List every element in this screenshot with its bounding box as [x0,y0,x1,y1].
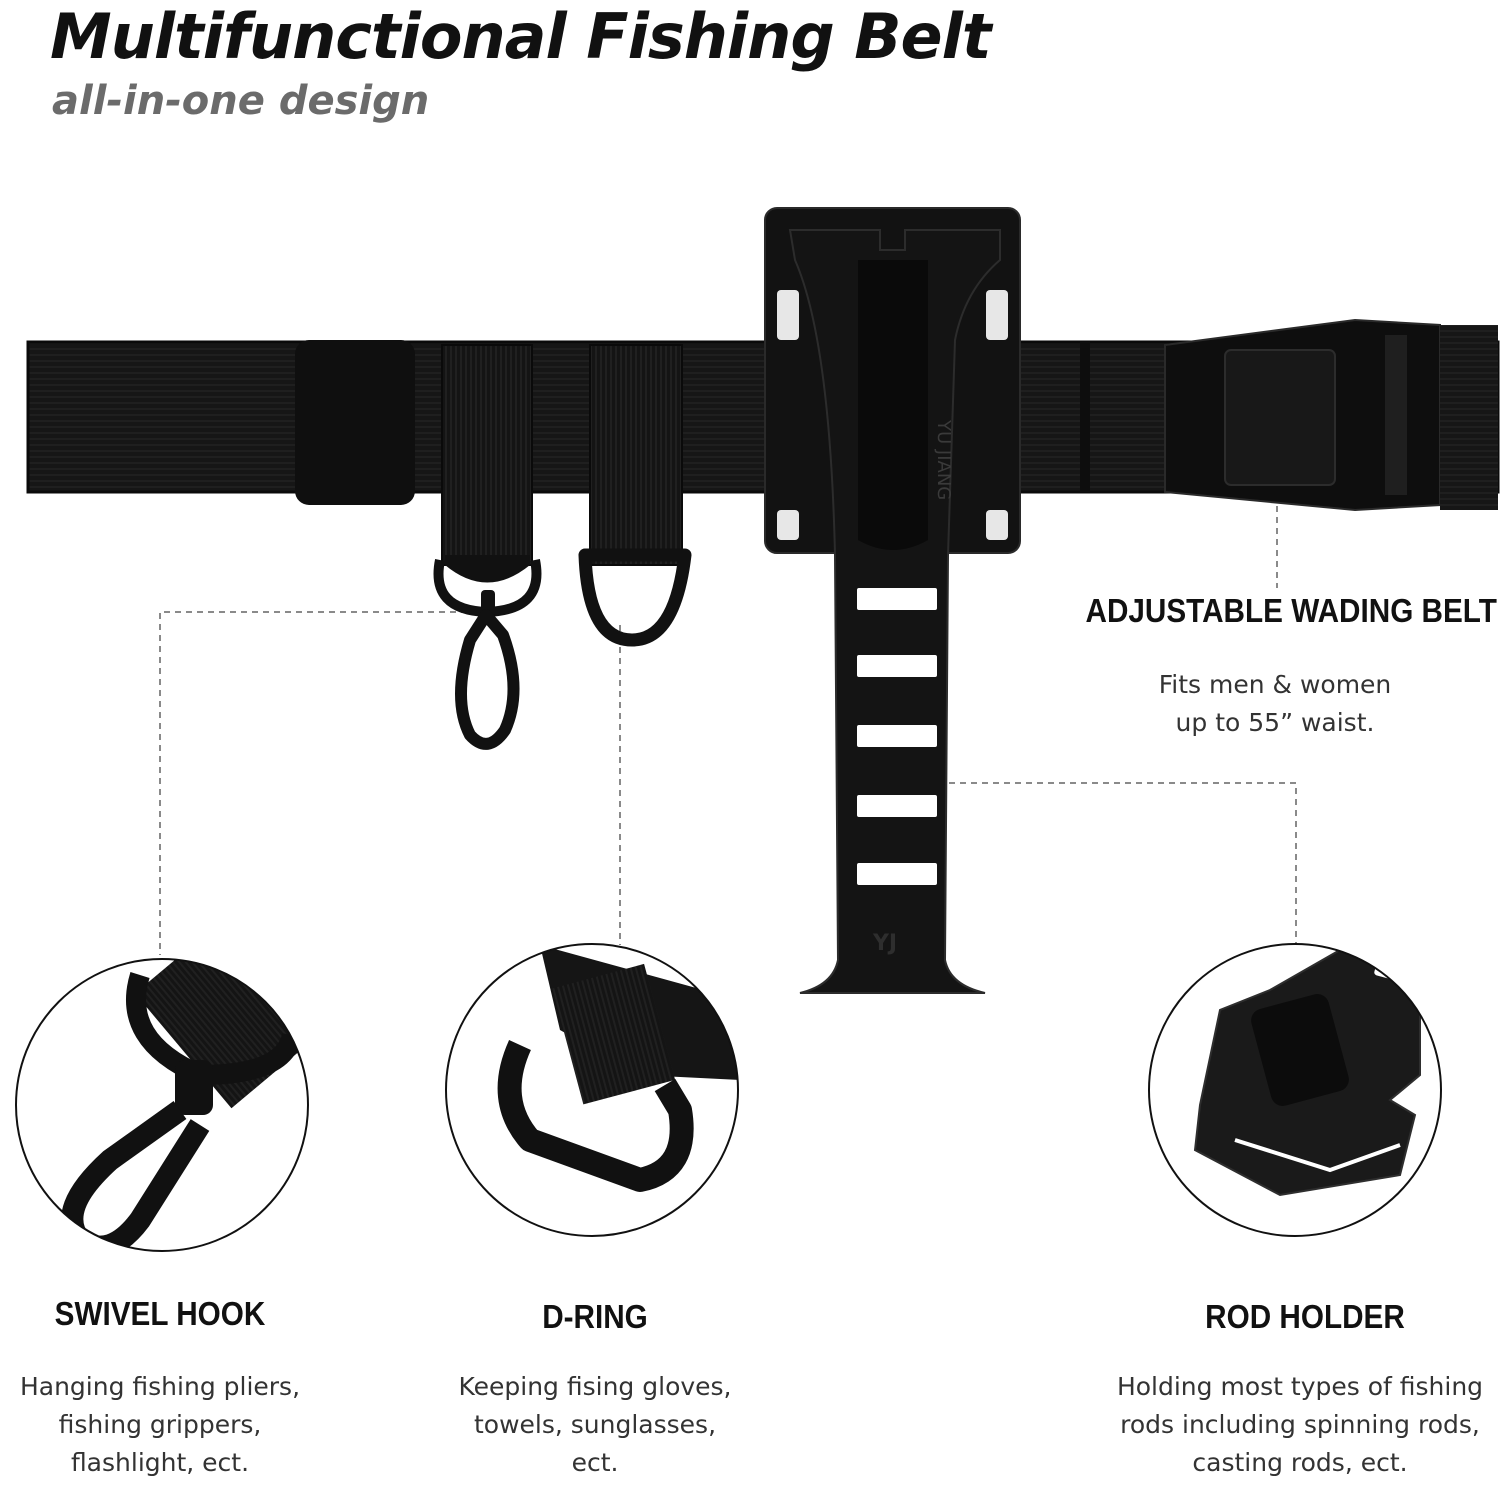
rod-holder-leader [938,782,1297,943]
rod-holder-description-line: rods including spinning rods, [1120,1410,1480,1439]
swivel-hook-description-line: flashlight, ect. [70,1448,250,1477]
belt-description-line: up to 55” waist. [1175,708,1375,737]
d-ring-detail [445,943,739,1237]
d-ring-description-line: ect. [571,1448,619,1477]
rod-holder-detail [1148,943,1442,1237]
swivel-hook-description-line: Hanging fishing pliers, [19,1372,301,1401]
swivel-hook-leader [159,611,478,955]
belt-description-line: Fits men & women [1158,670,1392,699]
rod-holder-label: ROD HOLDER [1205,1298,1405,1335]
swivel-hook-detail [15,958,309,1252]
holder-brand-text: YU JIANG [933,419,954,500]
d-ring-description-line: towels, sunglasses, [473,1410,717,1439]
rod-holder-description: Holding most types of fishing rods inclu… [1100,1368,1500,1482]
swivel-hook-description-line: fishing grippers, [58,1410,262,1439]
d-ring-strap [578,344,692,647]
d-ring-label: D-RING [542,1298,648,1335]
swivel-hook-strap [433,344,542,750]
d-ring-description: Keeping fising gloves, towels, sunglasse… [440,1368,750,1482]
page-title: Multifunctional Fishing Belt [50,0,991,73]
belt-description: Fits men & women up to 55” waist. [1090,666,1460,742]
rod-holder-description-line: Holding most types of fishing [1116,1372,1484,1401]
belt-buckle-icon [1164,318,1498,512]
rod-holder: YU JIANG YJ [764,207,1021,994]
holder-logo-text: YJ [872,931,897,956]
rod-holder-description-line: casting rods, ect. [1192,1448,1408,1477]
swivel-hook-description: Hanging fishing pliers, fishing grippers… [0,1368,320,1482]
page-subtitle: all-in-one design [52,78,430,124]
belt-label: ADJUSTABLE WADING BELT [1085,592,1497,629]
d-ring-description-line: Keeping fising gloves, [458,1372,732,1401]
swivel-hook-label: SWIVEL HOOK [54,1295,266,1332]
